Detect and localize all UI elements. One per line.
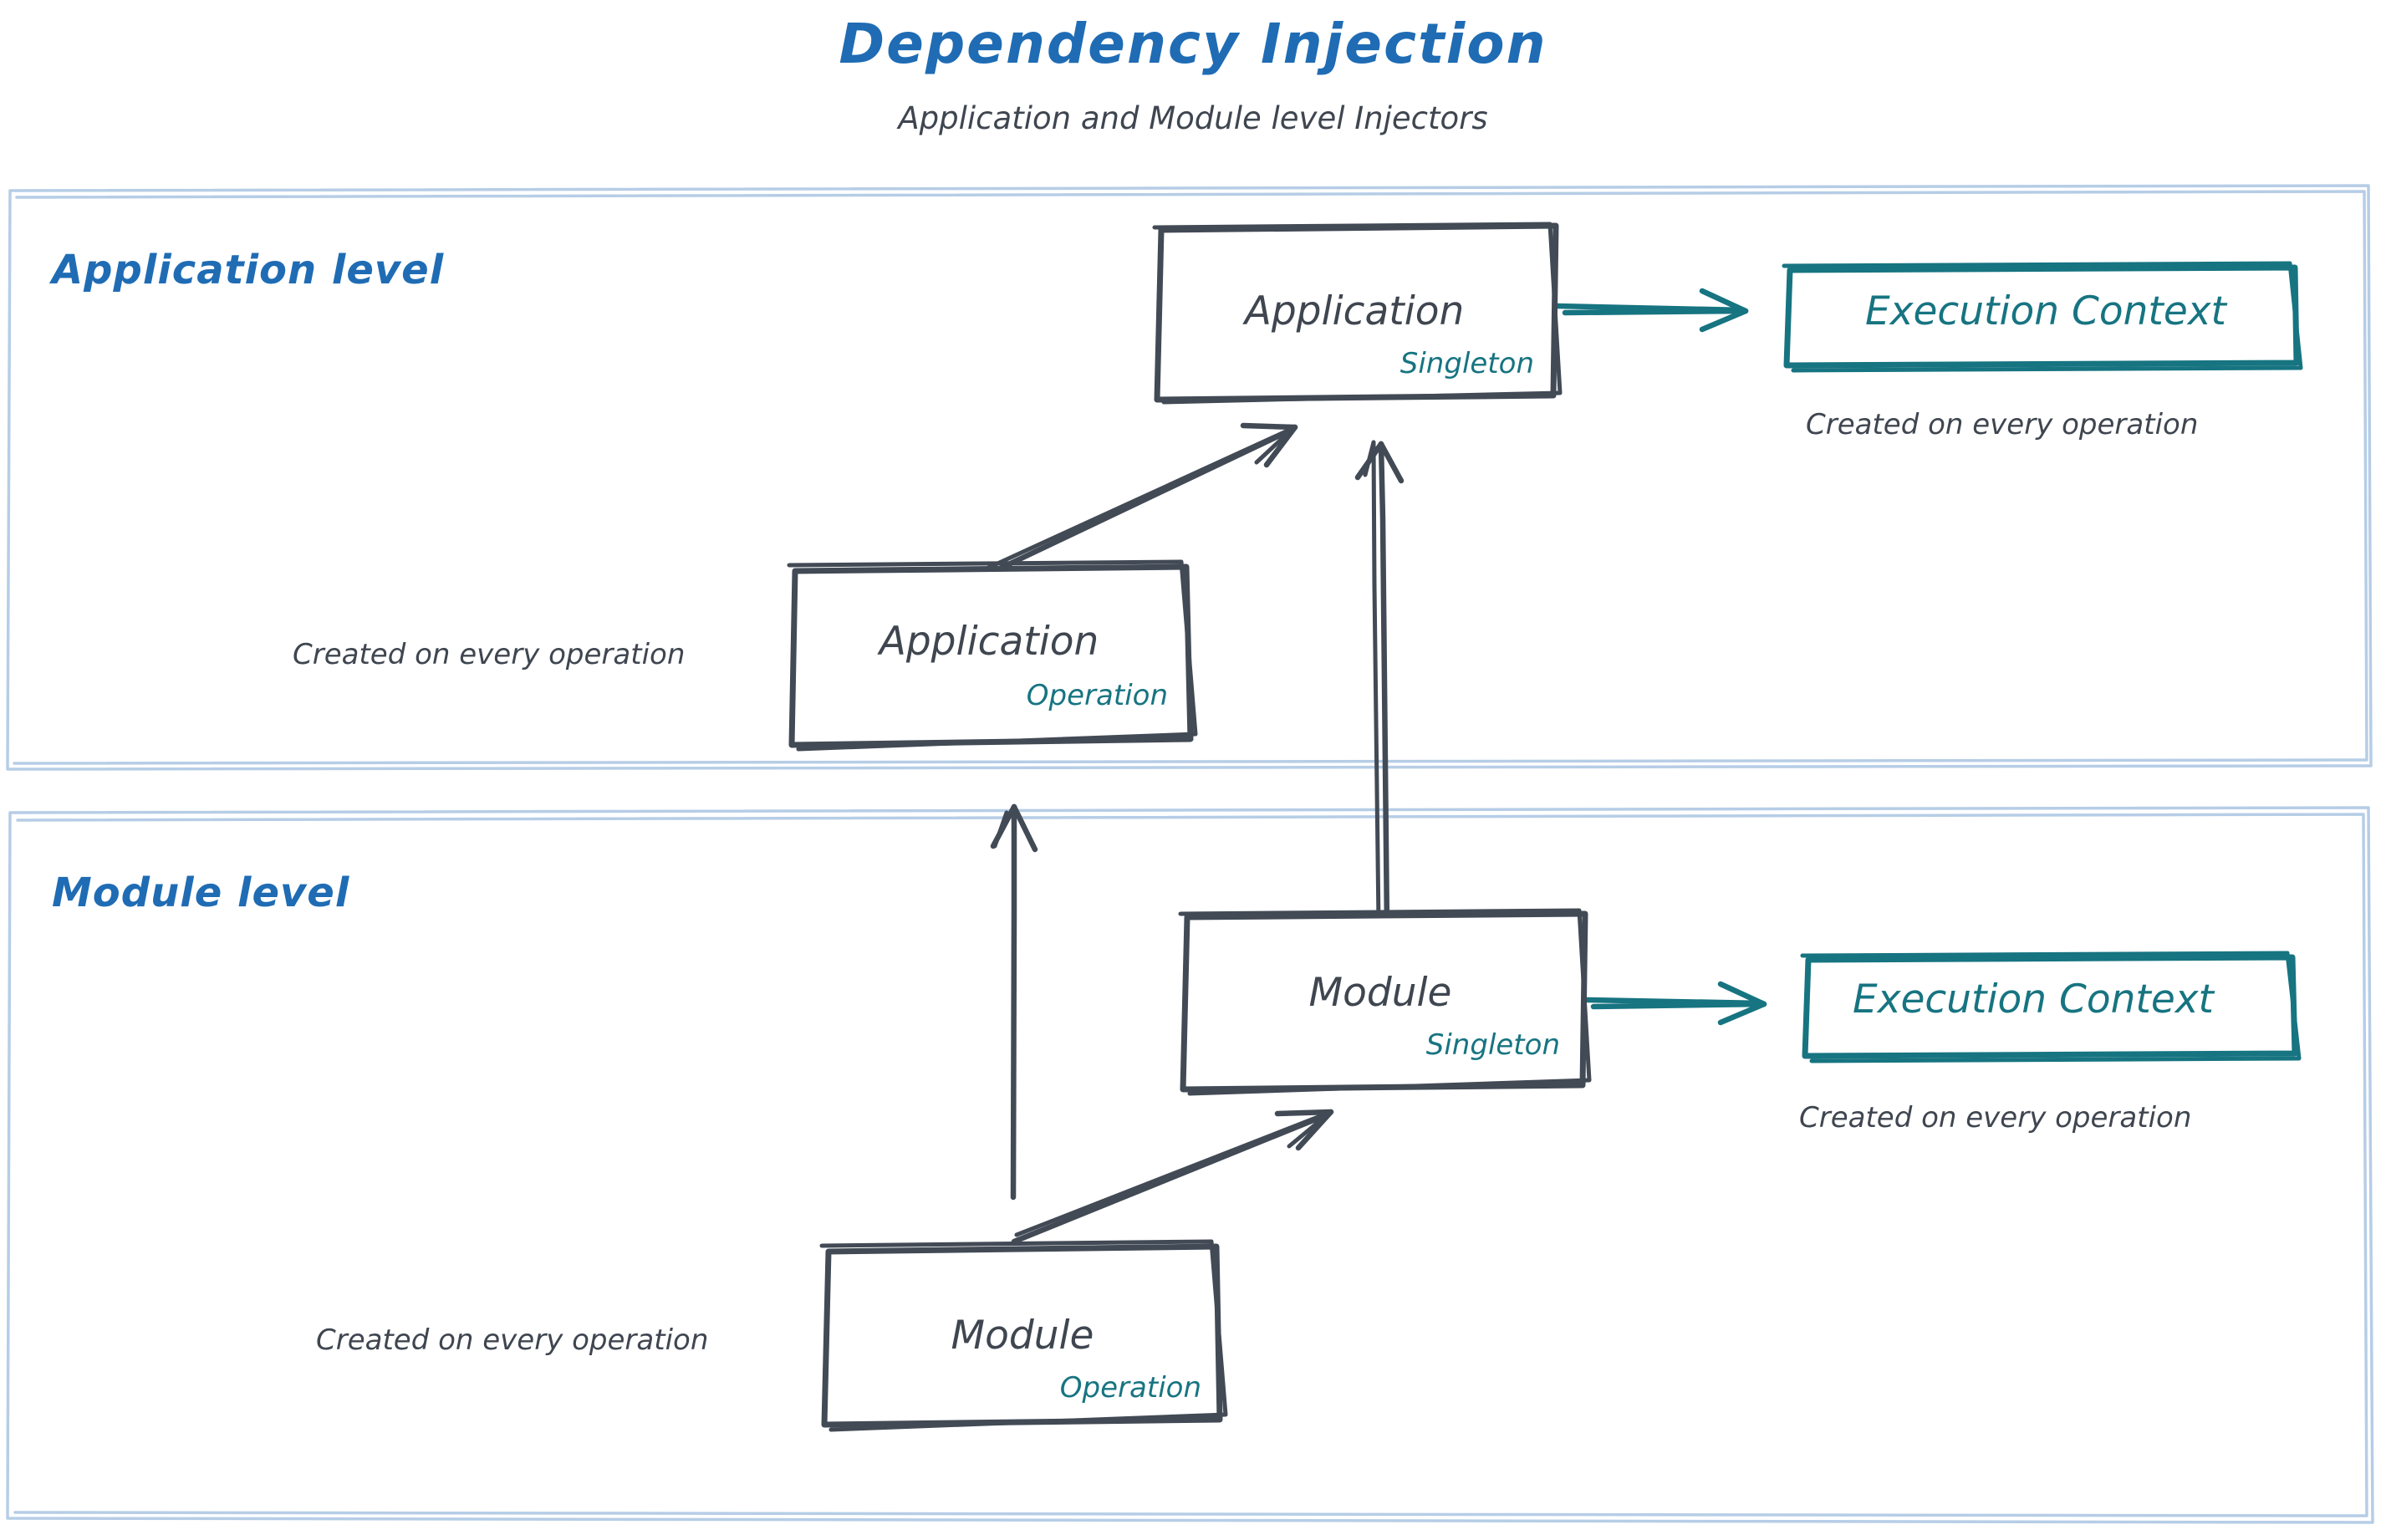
note-module-operation: Created on every operation xyxy=(316,1323,709,1357)
edge-application-singleton-to-execution-context xyxy=(1553,288,1749,333)
node-module-singleton-scope: Singleton xyxy=(1425,1028,1560,1062)
lane-module-level-frame xyxy=(6,806,2374,1524)
edge-application-operation-to-application-singleton xyxy=(979,422,1298,580)
page-title: Dependency Injection xyxy=(839,12,1547,76)
node-application-singleton-scope: Singleton xyxy=(1399,347,1534,380)
note-execution-context-module: Created on every operation xyxy=(1799,1101,2192,1135)
edge-module-operation-to-module-singleton xyxy=(1011,1109,1334,1245)
note-application-operation: Created on every operation xyxy=(293,638,686,671)
lane-label-module-level: Module level xyxy=(52,869,350,916)
lane-label-application-level: Application level xyxy=(52,247,445,293)
edge-module-singleton-to-execution-context xyxy=(1584,981,1767,1026)
node-application-singleton-title[interactable]: Application xyxy=(1244,288,1465,334)
node-module-operation-title[interactable]: Module xyxy=(951,1313,1094,1359)
node-execution-context-application-title[interactable]: Execution Context xyxy=(1865,288,2226,334)
node-application-operation-scope: Operation xyxy=(1026,679,1168,712)
node-execution-context-module-title[interactable]: Execution Context xyxy=(1853,977,2214,1022)
note-execution-context-application: Created on every operation xyxy=(1806,408,2199,441)
page-subtitle: Application and Module level Injectors xyxy=(898,100,1488,136)
node-application-operation-title[interactable]: Application xyxy=(879,619,1099,665)
edge-module-singleton-to-application-singleton xyxy=(1354,440,1405,931)
node-module-operation-scope: Operation xyxy=(1059,1371,1201,1405)
node-module-singleton-title[interactable]: Module xyxy=(1308,970,1452,1016)
edge-module-operation-to-application-operation xyxy=(990,803,1038,1201)
